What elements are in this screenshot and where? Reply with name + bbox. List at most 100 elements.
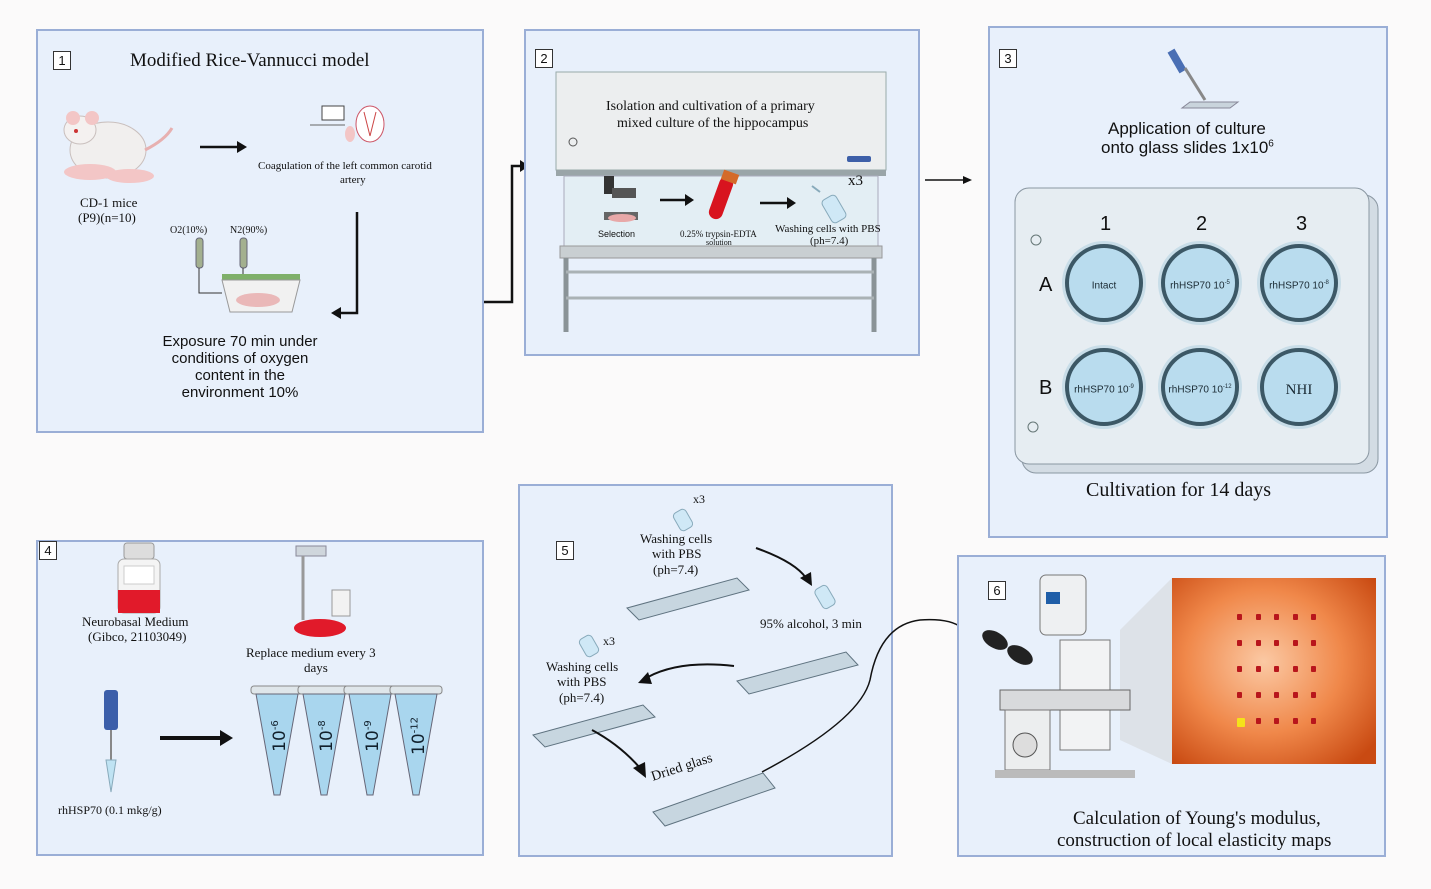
measurement-point <box>1292 666 1298 672</box>
panel-3-title-1: Application of culture <box>1108 119 1266 138</box>
panel-1-rice-vannucci <box>36 29 484 433</box>
panel-3-title-2: onto glass slides 1x106 <box>1101 138 1274 158</box>
well-a1-label: Intact <box>1091 280 1117 292</box>
well-a3-label: rhHSP70 10 <box>1269 280 1324 292</box>
wash-left-3: (ph=7.4) <box>559 690 605 705</box>
measurement-point <box>1237 640 1242 646</box>
exposure-line-1: Exposure 70 min under <box>162 333 318 350</box>
measurement-point <box>1274 692 1279 698</box>
row-label-a: A <box>1039 274 1053 296</box>
wash-bottle-top-icon <box>672 508 694 532</box>
measurement-point <box>1255 666 1261 672</box>
coagulation-label: Coagulation of the left common carotid <box>258 160 432 172</box>
tubes-rack <box>250 685 443 796</box>
measurement-point <box>1255 718 1261 724</box>
replace-label-2: days <box>304 660 328 675</box>
panel-1-title: Modified Rice-Vannucci model <box>130 50 370 71</box>
washing-label: Washing cells with PBS <box>775 223 881 235</box>
measurement-point <box>1237 614 1242 620</box>
measurement-point <box>1311 640 1316 646</box>
tube-3 <box>343 685 397 796</box>
measurement-point <box>1237 718 1245 727</box>
medium-label-2: (Gibco, 21103049) <box>88 629 187 644</box>
measurement-point <box>1311 666 1316 672</box>
trypsin-label-2: solution <box>706 238 732 247</box>
measurement-point <box>1255 614 1261 620</box>
panel-2-number: 2 <box>535 49 553 68</box>
exposure-text: Exposure 70 min under conditions of oxyg… <box>140 333 340 401</box>
measurement-point <box>1274 640 1279 646</box>
replace-label: Replace medium every 3 <box>246 645 376 660</box>
coagulation-label-2: artery <box>340 174 366 186</box>
surgery-icon <box>310 105 385 143</box>
col-label-1: 1 <box>1100 213 1112 235</box>
panel-3-title-2-text: onto glass slides 1x10 <box>1101 138 1269 157</box>
well-a3-exp: -8 <box>1323 280 1329 286</box>
o2-label: O2(10%) <box>170 225 208 236</box>
pipette-dish-icon <box>294 545 351 637</box>
well-a2-exp: -5 <box>1224 280 1230 286</box>
wash-left-1: Washing cells <box>546 659 619 674</box>
exposure-line-3: content in the <box>194 367 286 384</box>
exposure-line-2: conditions of oxygen <box>171 350 309 367</box>
afm-microscope-icon <box>982 574 1135 778</box>
selection-label: Selection <box>598 229 636 239</box>
repeat-left-label: x3 <box>603 634 615 648</box>
exposure-line-4: environment 10% <box>181 384 299 401</box>
pipette-icon <box>1167 48 1240 109</box>
wash-top-2: with PBS <box>652 546 702 561</box>
wash-bottle-left-icon <box>578 634 600 658</box>
wash-left-2: with PBS <box>557 674 607 689</box>
measurement-point <box>1237 692 1242 698</box>
well-b2-label: rhHSP70 10 <box>1168 384 1223 396</box>
measurement-point <box>1311 692 1316 698</box>
panel-3-footer: Cultivation for 14 days <box>1086 479 1271 501</box>
well-b1: rhHSP70 10-9 <box>1065 348 1143 426</box>
well-b1-exp: -9 <box>1128 384 1134 390</box>
well-a2-label: rhHSP70 10 <box>1170 280 1225 292</box>
wash-bottle-icon <box>811 185 847 224</box>
well-b3: NHI <box>1260 348 1338 426</box>
medium-label: Neurobasal Medium <box>82 614 189 629</box>
hypoxia-chamber-icon <box>195 237 301 313</box>
alcohol-label: 95% alcohol, 3 min <box>760 616 862 631</box>
well-b2: rhHSP70 10-12 <box>1161 348 1239 426</box>
alcohol-bottle-icon <box>814 584 836 610</box>
trypsin-label: 0.25% trypsin-EDTA <box>680 229 757 239</box>
medium-bottle-icon <box>117 542 161 614</box>
microscope-icon <box>604 176 638 222</box>
washing-label-2: (ph=7.4) <box>810 235 849 247</box>
mouse-icon <box>63 111 174 183</box>
panel-3-title-2-exponent: 6 <box>1268 138 1274 150</box>
well-a3: rhHSP70 10-8 <box>1260 244 1338 322</box>
panel-6-number: 6 <box>988 581 1006 600</box>
panel-2-title-1: Isolation and cultivation of a primary <box>606 99 815 114</box>
mice-label: CD-1 mice <box>80 195 138 210</box>
measurement-point <box>1292 640 1298 646</box>
well-a1: Intact <box>1065 244 1143 322</box>
measurement-point <box>1237 666 1242 672</box>
tube-4 <box>389 685 443 796</box>
repeat-label: x3 <box>848 173 863 189</box>
measurement-point <box>1274 718 1279 724</box>
wash-top-3: (ph=7.4) <box>653 562 699 577</box>
measurement-point <box>1311 614 1316 620</box>
well-b2-exp: -12 <box>1222 384 1232 390</box>
repeat-top-label: x3 <box>693 492 705 506</box>
measurement-point <box>1274 614 1279 620</box>
well-b1-label: rhHSP70 10 <box>1074 384 1129 396</box>
tube-1 <box>250 685 304 796</box>
panel-5-number: 5 <box>556 541 574 560</box>
n2-label: N2(90%) <box>230 225 268 236</box>
col-label-2: 2 <box>1196 213 1208 235</box>
panel-6-caption-1: Calculation of Young's modulus, <box>1073 808 1321 829</box>
well-a2: rhHSP70 10-5 <box>1161 244 1239 322</box>
measurement-point <box>1292 692 1298 698</box>
tube-2 <box>297 685 351 796</box>
rhhsp70-pipette-icon <box>104 690 118 793</box>
